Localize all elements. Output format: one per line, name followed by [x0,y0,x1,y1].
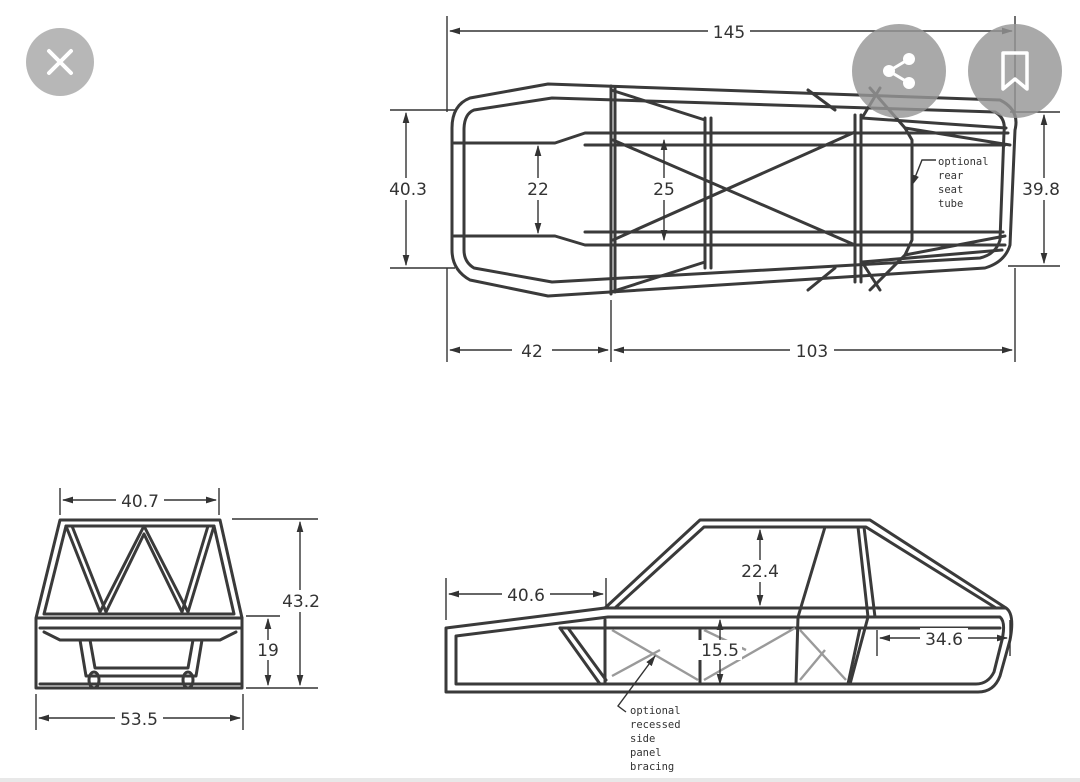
svg-text:recessed: recessed [630,719,681,731]
dim-front-lower-height: 19 [257,641,279,661]
dim-overall-length: 145 [713,23,745,43]
dim-front-height: 43.2 [282,592,320,612]
note-side-bracing-line3: side [630,733,655,745]
svg-text:rear: rear [938,170,963,182]
dim-width-seat-inner: 25 [653,180,675,200]
svg-text:bracing: bracing [630,761,674,773]
dim-width-front: 40.3 [389,180,427,200]
dim-width-rear: 39.8 [1022,180,1060,200]
svg-text:optional: optional [630,705,681,717]
note-rear-seat-line2: rear [938,170,963,182]
svg-text:tube: tube [938,198,963,210]
dim-side-cage-height: 22.4 [741,562,779,582]
note-rear-seat-line1: optional [938,156,989,168]
note-side-bracing-line4: panel [630,747,662,759]
bottom-edge-bar [0,778,1080,782]
svg-text:seat: seat [938,184,963,196]
share-button[interactable] [852,24,946,118]
note-side-bracing-line5: bracing [630,761,674,773]
dim-side-nose-length: 40.6 [507,586,545,606]
close-button[interactable] [26,28,94,96]
front-view: 40.7 43.2 19 53.5 [34,488,324,730]
svg-text:panel: panel [630,747,662,759]
dim-rear-length: 103 [796,342,828,362]
top-view: 145 40.3 22 25 39.8 optional rear seat t… [384,16,1064,362]
side-view: 40.6 22.4 15.5 34.6 optional recessed si… [444,518,1014,773]
dim-side-floor-height: 15.5 [701,641,739,661]
svg-text:side: side [630,733,655,745]
note-side-bracing-line2: recessed [630,719,681,731]
note-rear-seat-line4: tube [938,198,963,210]
dim-side-rear-length: 34.6 [925,630,963,650]
dim-nose-length: 42 [521,342,543,362]
close-icon [47,49,73,75]
bookmark-icon [1001,51,1029,91]
svg-text:optional: optional [938,156,989,168]
dim-front-top-width: 40.7 [121,492,159,512]
share-icon [883,53,915,89]
note-side-bracing-line1: optional [630,705,681,717]
dim-front-bottom-width: 53.5 [120,710,158,730]
dim-width-nose-inner: 22 [527,180,549,200]
bookmark-button[interactable] [968,24,1062,118]
note-rear-seat-line3: seat [938,184,963,196]
